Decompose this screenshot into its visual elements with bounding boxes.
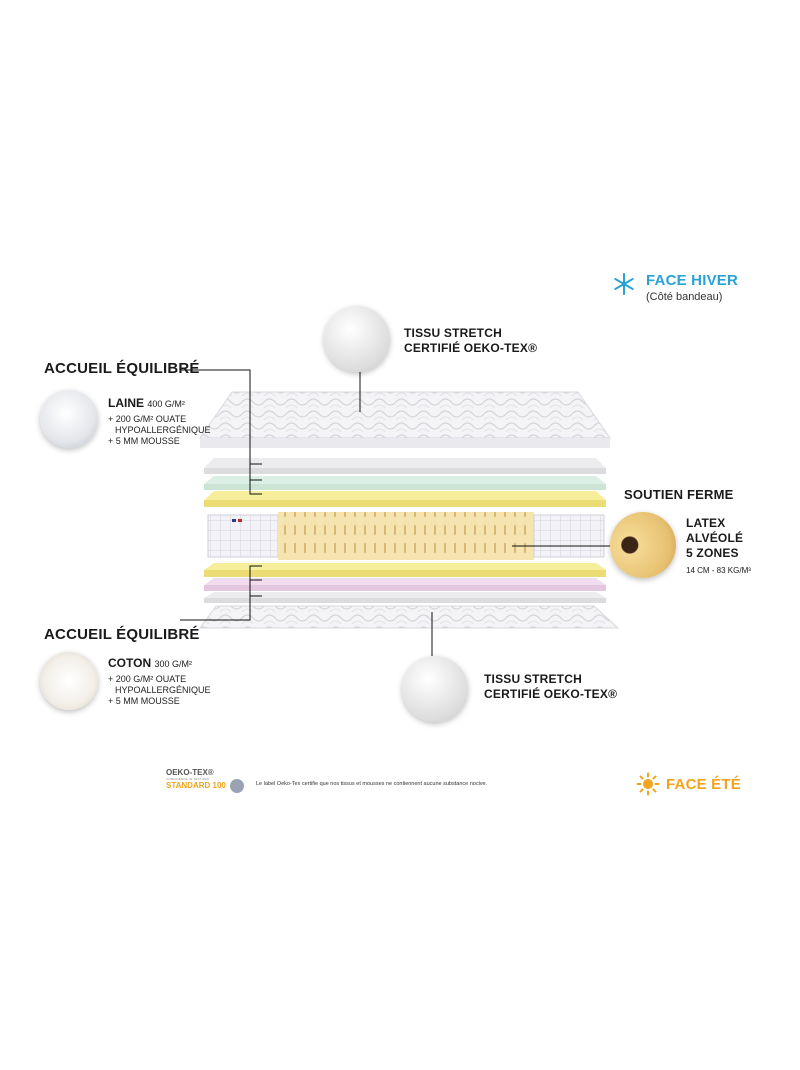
oeko-tagline: CONFIDENCE IN TEXTILES [166,777,210,781]
bottom-comfort-layers [204,563,606,603]
soutien-spec: 14 CM - 83 KG/M³ [686,566,751,575]
wool-material: LAINE [108,396,144,410]
soutien-line-3: 5 ZONES [686,546,739,560]
oeko-tex-logo: OEKO-TEX® CONFIDENCE IN TEXTILES STANDAR… [166,768,244,790]
wool-detail-1: + 200 G/M² OUATE [108,414,187,424]
face-hiver-subtitle: (Côté bandeau) [646,291,723,303]
oeko-seal-icon [230,779,244,793]
wool-detail-2: HYPOALLERGÉNIQUE [115,425,211,435]
cotton-detail-1: + 200 G/M² OUATE [108,674,187,684]
cotton-detail-2: HYPOALLERGÉNIQUE [115,685,211,695]
bottom-quilted-layer [199,605,620,629]
soutien-lines: LATEX ALVÉOLÉ 5 ZONES [686,516,743,561]
top-quilted-layer [199,391,611,448]
accueil-bottom-details: COTON 300 G/M² + 200 G/M² OUATE HYPOALLE… [108,656,211,707]
wool-detail-3: + 5 MM MOUSSE [108,436,180,446]
top-fabric-line2: CERTIFIÉ OEKO-TEX® [404,341,538,355]
cotton-closeup [40,652,98,710]
wool-weight: 400 G/M² [147,399,185,409]
sun-icon [636,772,660,796]
bottom-fabric-line2: CERTIFIÉ OEKO-TEX® [484,687,618,701]
top-fabric-line1: TISSU STRETCH [404,326,502,340]
top-fabric-label: TISSU STRETCH CERTIFIÉ OEKO-TEX® [404,326,537,356]
cotton-detail-3: + 5 MM MOUSSE [108,696,180,706]
latex-closeup [610,512,676,578]
accueil-bottom-title: ACCUEIL ÉQUILIBRÉ [44,626,200,643]
snowflake-icon [612,272,636,296]
accueil-top-details: LAINE 400 G/M² + 200 G/M² OUATE HYPOALLE… [108,396,211,447]
oeko-standard: STANDARD 100 [166,781,226,790]
top-fabric-closeup [324,306,390,372]
face-hiver-title: FACE HIVER [646,272,739,289]
cotton-weight: 300 G/M² [154,659,192,669]
soutien-title: SOUTIEN FERME [624,487,734,502]
soutien-line-2: ALVÉOLÉ [686,531,744,545]
wool-closeup [40,390,98,448]
soutien-line-1: LATEX [686,516,726,530]
bottom-fabric-closeup [402,656,468,722]
bottom-fabric-label: TISSU STRETCH CERTIFIÉ OEKO-TEX® [484,672,617,702]
leader-lines [180,366,612,656]
face-ete-title: FACE ÉTÉ [666,776,741,793]
latex-core-block [207,512,605,560]
oeko-brand: OEKO-TEX® [166,768,214,777]
oeko-note: Le label Oeko-Tex certifie que nos tissu… [256,781,488,787]
cotton-material: COTON [108,656,152,670]
bottom-fabric-line1: TISSU STRETCH [484,672,582,686]
accueil-top-title: ACCUEIL ÉQUILIBRÉ [44,360,200,377]
top-comfort-layers [204,458,606,507]
